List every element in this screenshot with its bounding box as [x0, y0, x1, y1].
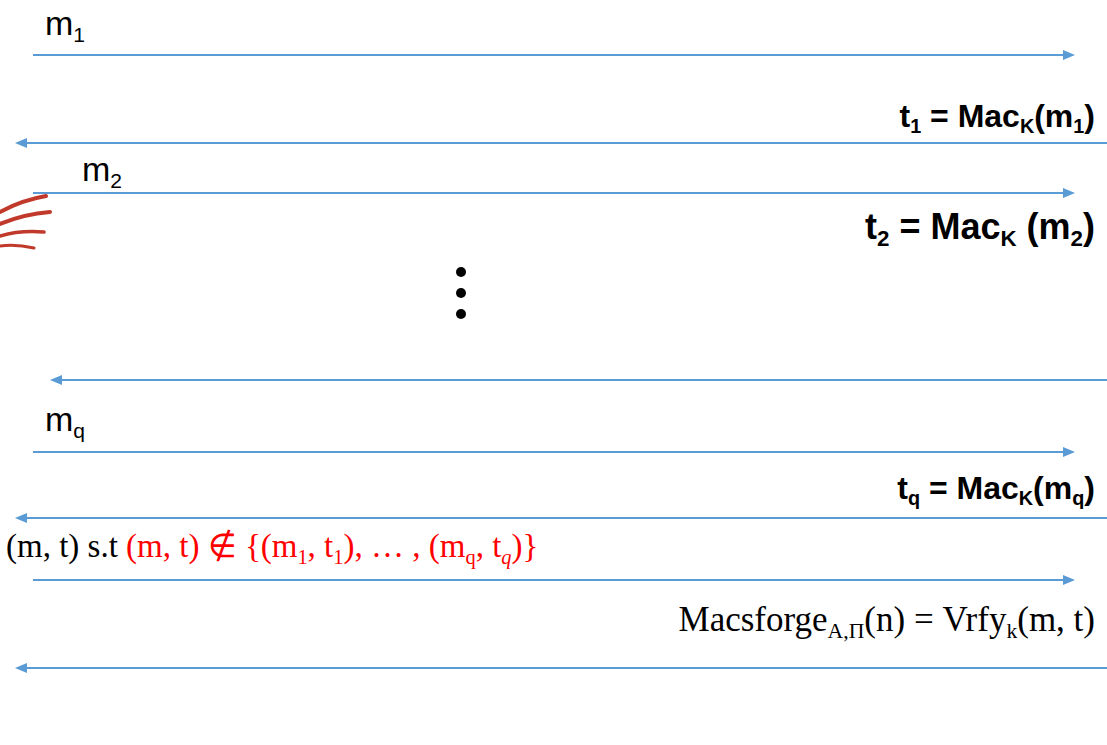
- message-arrow: [33, 188, 1075, 198]
- arrow-line: [23, 517, 1107, 519]
- arrow-head: [1063, 447, 1075, 457]
- message-label: mq: [45, 400, 85, 439]
- arrow-head: [15, 138, 27, 148]
- message-arrow: [33, 575, 1075, 585]
- adversary-swoosh: [0, 196, 50, 248]
- arrow-head: [15, 663, 27, 673]
- message-arrow: [15, 663, 1107, 673]
- message-arrow: [15, 138, 1107, 148]
- arrow-line: [23, 142, 1107, 144]
- arrow-line: [33, 579, 1067, 581]
- arrow-line: [23, 667, 1107, 669]
- arrow-head: [50, 375, 62, 385]
- message-label: (m, t) s.t (m, t) ∉ {(m1, t1), … , (mq, …: [6, 528, 538, 566]
- arrow-head: [15, 513, 27, 523]
- message-arrows: [15, 50, 1107, 673]
- message-label: tq = MacK(mq): [897, 470, 1095, 507]
- arrow-head: [1063, 575, 1075, 585]
- message-label: t2 = MacK (m2): [865, 206, 1095, 247]
- arrow-head: [1063, 50, 1075, 60]
- arrow-line: [58, 379, 1107, 381]
- arrow-line: [33, 54, 1067, 56]
- message-label: t1 = MacK(m1): [899, 98, 1095, 135]
- message-label: m2: [82, 150, 122, 189]
- message-arrow: [15, 513, 1107, 523]
- arrow-line: [33, 451, 1067, 453]
- message-arrow: [50, 375, 1107, 385]
- arrow-head: [1063, 188, 1075, 198]
- message-label: m1: [45, 4, 85, 43]
- message-arrow: [33, 50, 1075, 60]
- message-label: MacsforgeA,Π(n) = Vrfyk(m, t): [679, 600, 1095, 640]
- ellipsis-dots: [456, 267, 466, 319]
- arrow-line: [33, 192, 1067, 194]
- message-arrow: [33, 447, 1075, 457]
